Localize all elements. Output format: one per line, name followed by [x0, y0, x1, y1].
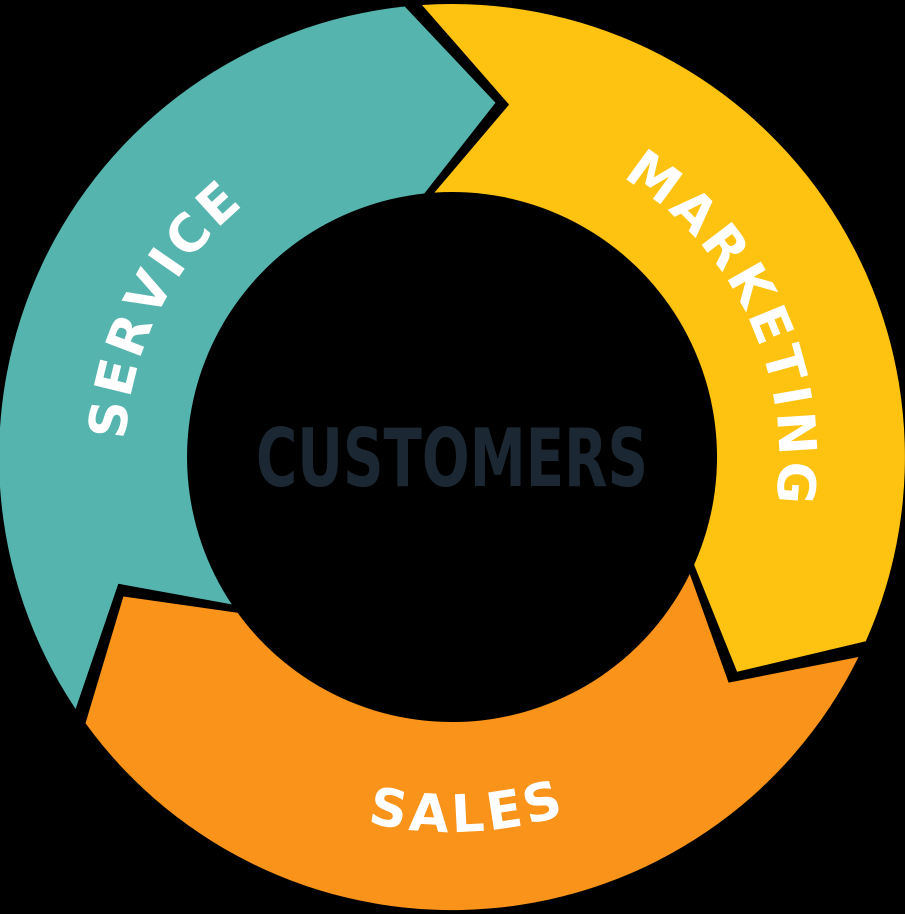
customers-center-label: CUSTOMERS: [256, 412, 648, 505]
marketing-segment-arrow: [422, 4, 905, 672]
service-segment-arrow: [0, 6, 496, 709]
sales-segment-arrow: [85, 574, 859, 911]
